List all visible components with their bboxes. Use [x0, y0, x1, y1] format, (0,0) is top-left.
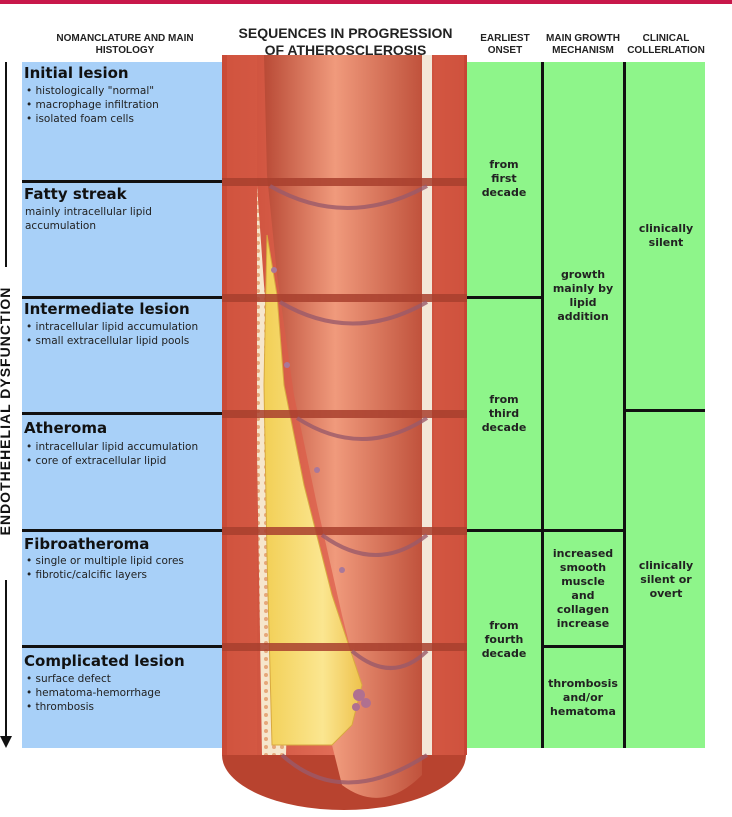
- stage-title: Intermediate lesion: [24, 300, 190, 318]
- lumen-arcs: [269, 184, 429, 785]
- growth-thrombosis: thrombosis and/or hematoma: [548, 677, 618, 718]
- side-label: ENDOTHEHELIAL DYSFUNCTION: [0, 286, 13, 536]
- divider: [22, 180, 222, 183]
- stage-item: • surface defect: [26, 673, 111, 685]
- divider: [544, 645, 623, 648]
- clinical-silent: clinically silent: [638, 221, 694, 249]
- stage-item: • macrophage infiltration: [26, 99, 159, 111]
- stage-item: • hematoma-hemorrhage: [26, 687, 161, 699]
- thrombus: [352, 689, 371, 711]
- divider: [22, 412, 222, 415]
- header-nomenclature: NOMANCLATURE AND MAIN HISTOLOGY: [56, 33, 194, 56]
- growth-smooth-muscle: increased smooth muscle and collagen inc…: [552, 546, 614, 630]
- stage-items: • histologically "normal" • macrophage i…: [26, 84, 159, 126]
- top-accent-bar: [0, 0, 732, 4]
- stage-item: • fibrotic/calcific layers: [26, 569, 148, 581]
- artery-lumen: [264, 55, 422, 798]
- nomenclature-column: [22, 62, 222, 748]
- stage-title: Atheroma: [24, 419, 108, 437]
- divider: [22, 296, 222, 299]
- header-clinical: CLINICAL COLLERLATION: [627, 33, 705, 56]
- stage-items: • intracellular lipid accumulation • sma…: [26, 320, 198, 348]
- divider: [544, 529, 623, 532]
- growth-lipid-addition: growth mainly by lipid addition: [552, 267, 614, 323]
- divider: [467, 296, 541, 299]
- stage-item: • intracellular lipid accumulation: [26, 441, 199, 453]
- stage-item: • small extracellular lipid pools: [26, 335, 190, 347]
- stage-title: Complicated lesion: [24, 652, 185, 670]
- stage-item: • isolated foam cells: [26, 113, 134, 125]
- macrophages: [271, 267, 345, 573]
- divider: [623, 62, 626, 748]
- stage-item: accumulation: [25, 220, 96, 232]
- section-cuts: [222, 178, 467, 651]
- intima-right: [422, 55, 432, 755]
- stage-title: Fatty streak: [24, 185, 127, 203]
- stage-item: • core of extracellular lipid: [26, 455, 167, 467]
- clinical-column: [625, 62, 705, 748]
- onset-fourth-decade: from fourth decade: [481, 619, 527, 660]
- divider: [22, 645, 222, 648]
- stage-item: • histologically "normal": [26, 85, 155, 97]
- artery-illustration: [222, 55, 467, 810]
- stage-items: • surface defect • hematoma-hemorrhage •…: [26, 672, 161, 714]
- stage-item: • intracellular lipid accumulation: [26, 321, 199, 333]
- divider: [22, 529, 222, 532]
- onset-third-decade: from third decade: [481, 393, 527, 434]
- stage-title: Fibroatheroma: [24, 535, 150, 553]
- clinical-silent-or-overt: clinically silent or overt: [638, 559, 694, 600]
- stage-title: Initial lesion: [24, 64, 129, 82]
- divider: [541, 62, 544, 748]
- stage-item: • thrombosis: [26, 701, 94, 713]
- onset-column: [467, 62, 543, 748]
- stage-items: mainly intracellular lipid accumulation: [25, 205, 152, 233]
- growth-column: [543, 62, 625, 748]
- onset-first-decade: from first decade: [481, 158, 527, 199]
- stage-items: • single or multiple lipid cores • fibro…: [26, 554, 184, 582]
- header-onset: EARLIEST ONSET: [480, 33, 530, 56]
- divider: [626, 409, 705, 412]
- header-sequences: SEQUENCES IN PROGRESSION OF ATHEROSCLERO…: [238, 25, 453, 58]
- header-growth: MAIN GROWTH MECHANISM: [546, 33, 620, 56]
- stage-item: mainly intracellular lipid: [25, 206, 152, 218]
- stage-item: • single or multiple lipid cores: [26, 555, 184, 567]
- divider: [467, 529, 541, 532]
- stage-items: • intracellular lipid accumulation • cor…: [26, 440, 198, 468]
